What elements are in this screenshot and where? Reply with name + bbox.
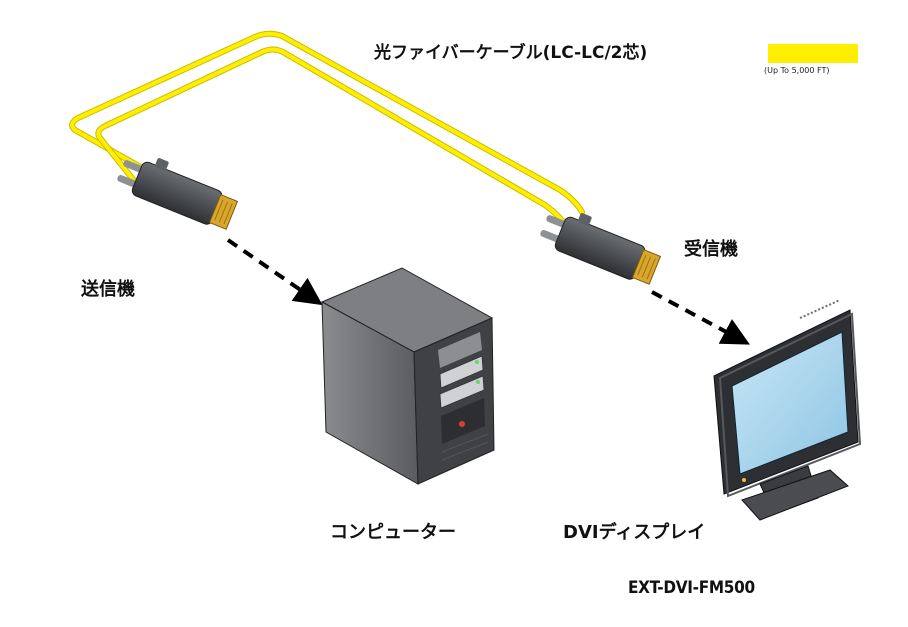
computer-tower xyxy=(320,267,495,485)
transmitter-connector xyxy=(117,158,239,230)
fiber-cable xyxy=(69,30,585,229)
receiver-label: 受信機 xyxy=(684,239,738,260)
cable-distance-note: (Up To 5,000 FT) xyxy=(764,66,830,75)
arrow-receiver-to-display xyxy=(651,290,750,345)
model-number: EXT-DVI-FM500 xyxy=(628,578,755,598)
cable-legend-swatch xyxy=(768,44,858,63)
dvi-display xyxy=(713,299,862,521)
arrow-transmitter-to-computer xyxy=(226,238,323,306)
display-label: DVIディスプレイ xyxy=(563,522,706,543)
computer-label: コンピューター xyxy=(330,522,456,543)
cable-title: 光ファイバーケーブル(LC-LC/2芯) xyxy=(374,43,648,63)
receiver-connector xyxy=(540,213,662,285)
transmitter-label: 送信機 xyxy=(81,279,135,300)
